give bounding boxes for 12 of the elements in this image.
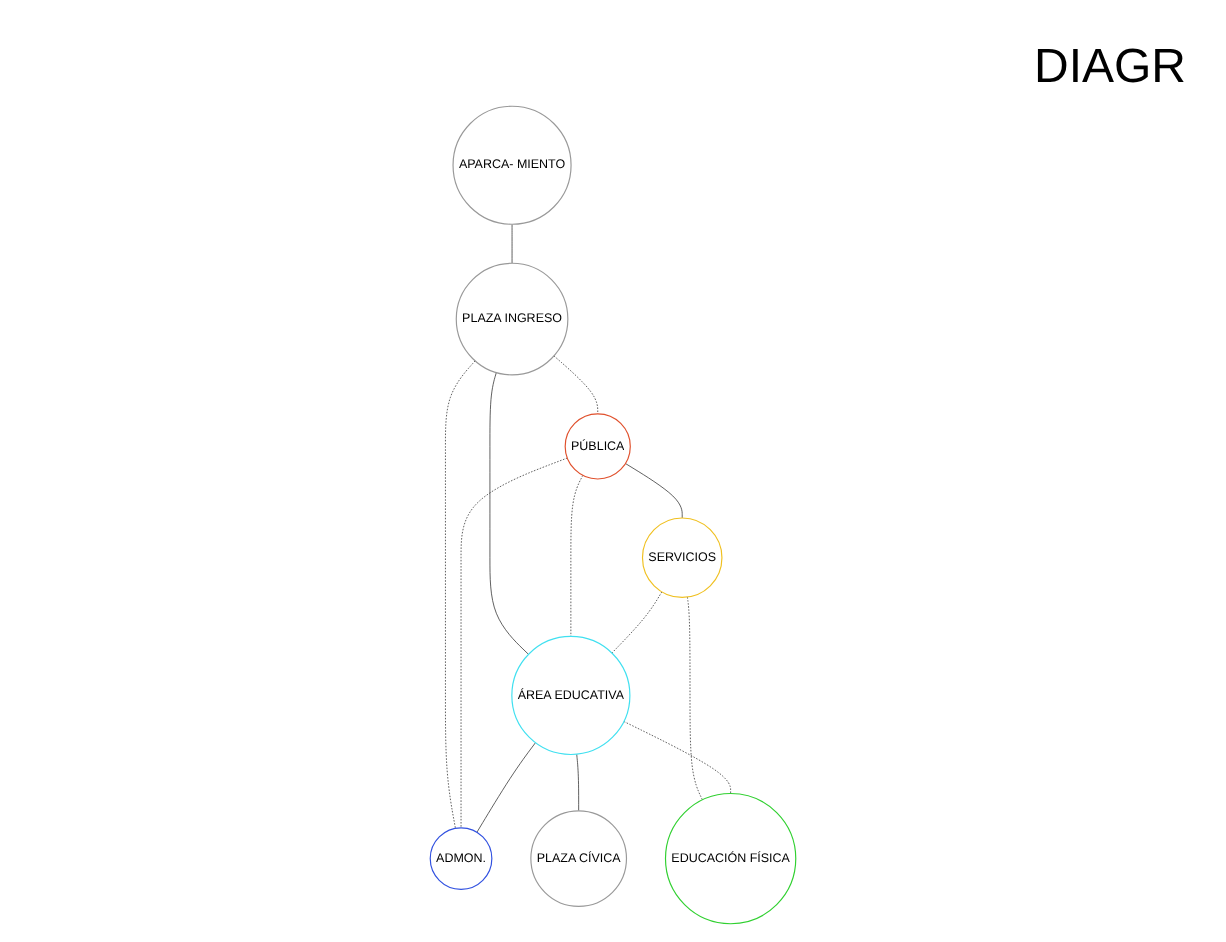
connector bbox=[625, 463, 683, 519]
connector bbox=[476, 742, 536, 833]
connector bbox=[570, 474, 584, 637]
connector bbox=[460, 457, 568, 829]
connector bbox=[623, 721, 731, 794]
connector bbox=[553, 355, 599, 415]
connector bbox=[489, 372, 529, 655]
connector bbox=[611, 591, 663, 654]
connector bbox=[576, 753, 580, 812]
connector bbox=[445, 360, 476, 829]
connector bbox=[687, 596, 703, 801]
diagram-title: DIAGR bbox=[1033, 40, 1186, 96]
